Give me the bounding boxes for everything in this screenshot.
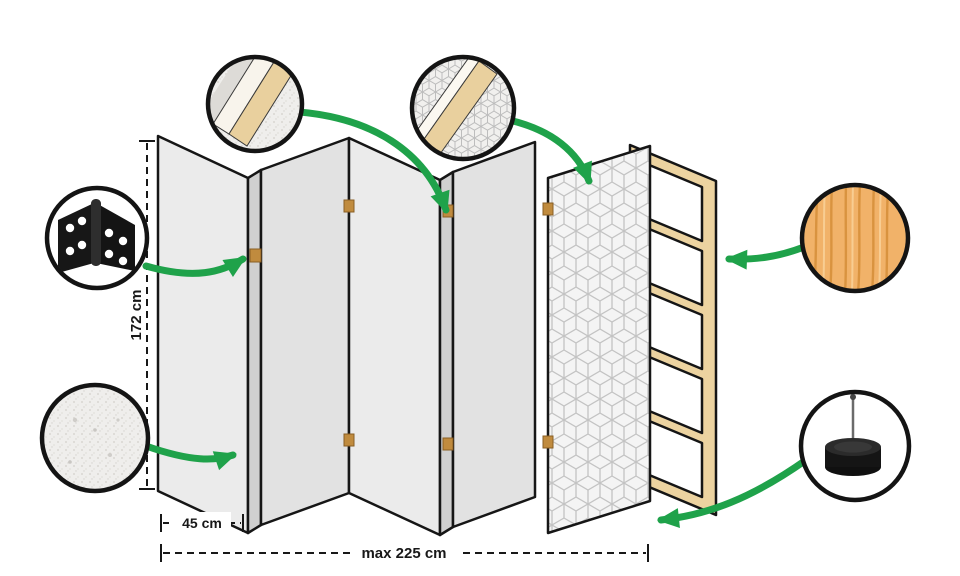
green-arrow-frame-corner bbox=[295, 108, 450, 214]
panel-width-label-bg bbox=[173, 512, 231, 532]
foot-pad-icon bbox=[825, 394, 881, 476]
hinge-pin bbox=[343, 199, 355, 213]
hinge-pin bbox=[542, 435, 554, 449]
green-arrow-wood bbox=[725, 243, 808, 270]
panel-leaf-2 bbox=[259, 136, 351, 527]
hinge-pin bbox=[249, 248, 262, 263]
hinge-pin bbox=[542, 202, 554, 216]
hinge-pin bbox=[343, 433, 355, 447]
panel-leaf-1 bbox=[156, 134, 250, 535]
callout-arrows bbox=[142, 108, 810, 529]
green-arrow-foot bbox=[657, 456, 810, 529]
height-dimension-label: 172 cm bbox=[128, 290, 145, 341]
panel-leaf-3 bbox=[347, 136, 442, 537]
green-arrow-printed-corner bbox=[505, 116, 593, 185]
hinge-icon bbox=[58, 199, 135, 273]
green-arrow-canvas bbox=[142, 442, 237, 471]
callout-canvas-texture bbox=[39, 382, 151, 494]
callout-foot bbox=[798, 389, 912, 503]
total-width-dimension-label: max 225 cm bbox=[361, 545, 446, 562]
pine-wood-icon bbox=[804, 187, 906, 289]
printed-panel bbox=[546, 144, 652, 535]
panel-leaf-4 bbox=[451, 140, 537, 529]
panel-edge-2 bbox=[438, 170, 455, 537]
hinge-pin bbox=[442, 437, 454, 451]
total-width-label-bg bbox=[350, 543, 458, 563]
canvas-texture-icon bbox=[44, 387, 146, 489]
frame-corner-icon bbox=[210, 59, 300, 149]
folded-screen-panels bbox=[156, 134, 537, 537]
callout-hinge bbox=[44, 185, 150, 291]
height-dimension bbox=[139, 140, 155, 490]
callout-pine-wood bbox=[799, 182, 911, 294]
panel-edge-1 bbox=[246, 168, 263, 535]
panel-width-dimension-label: 45 cm bbox=[182, 515, 222, 531]
callout-frame-corner bbox=[205, 54, 305, 154]
green-arrow-hinge bbox=[142, 255, 247, 277]
